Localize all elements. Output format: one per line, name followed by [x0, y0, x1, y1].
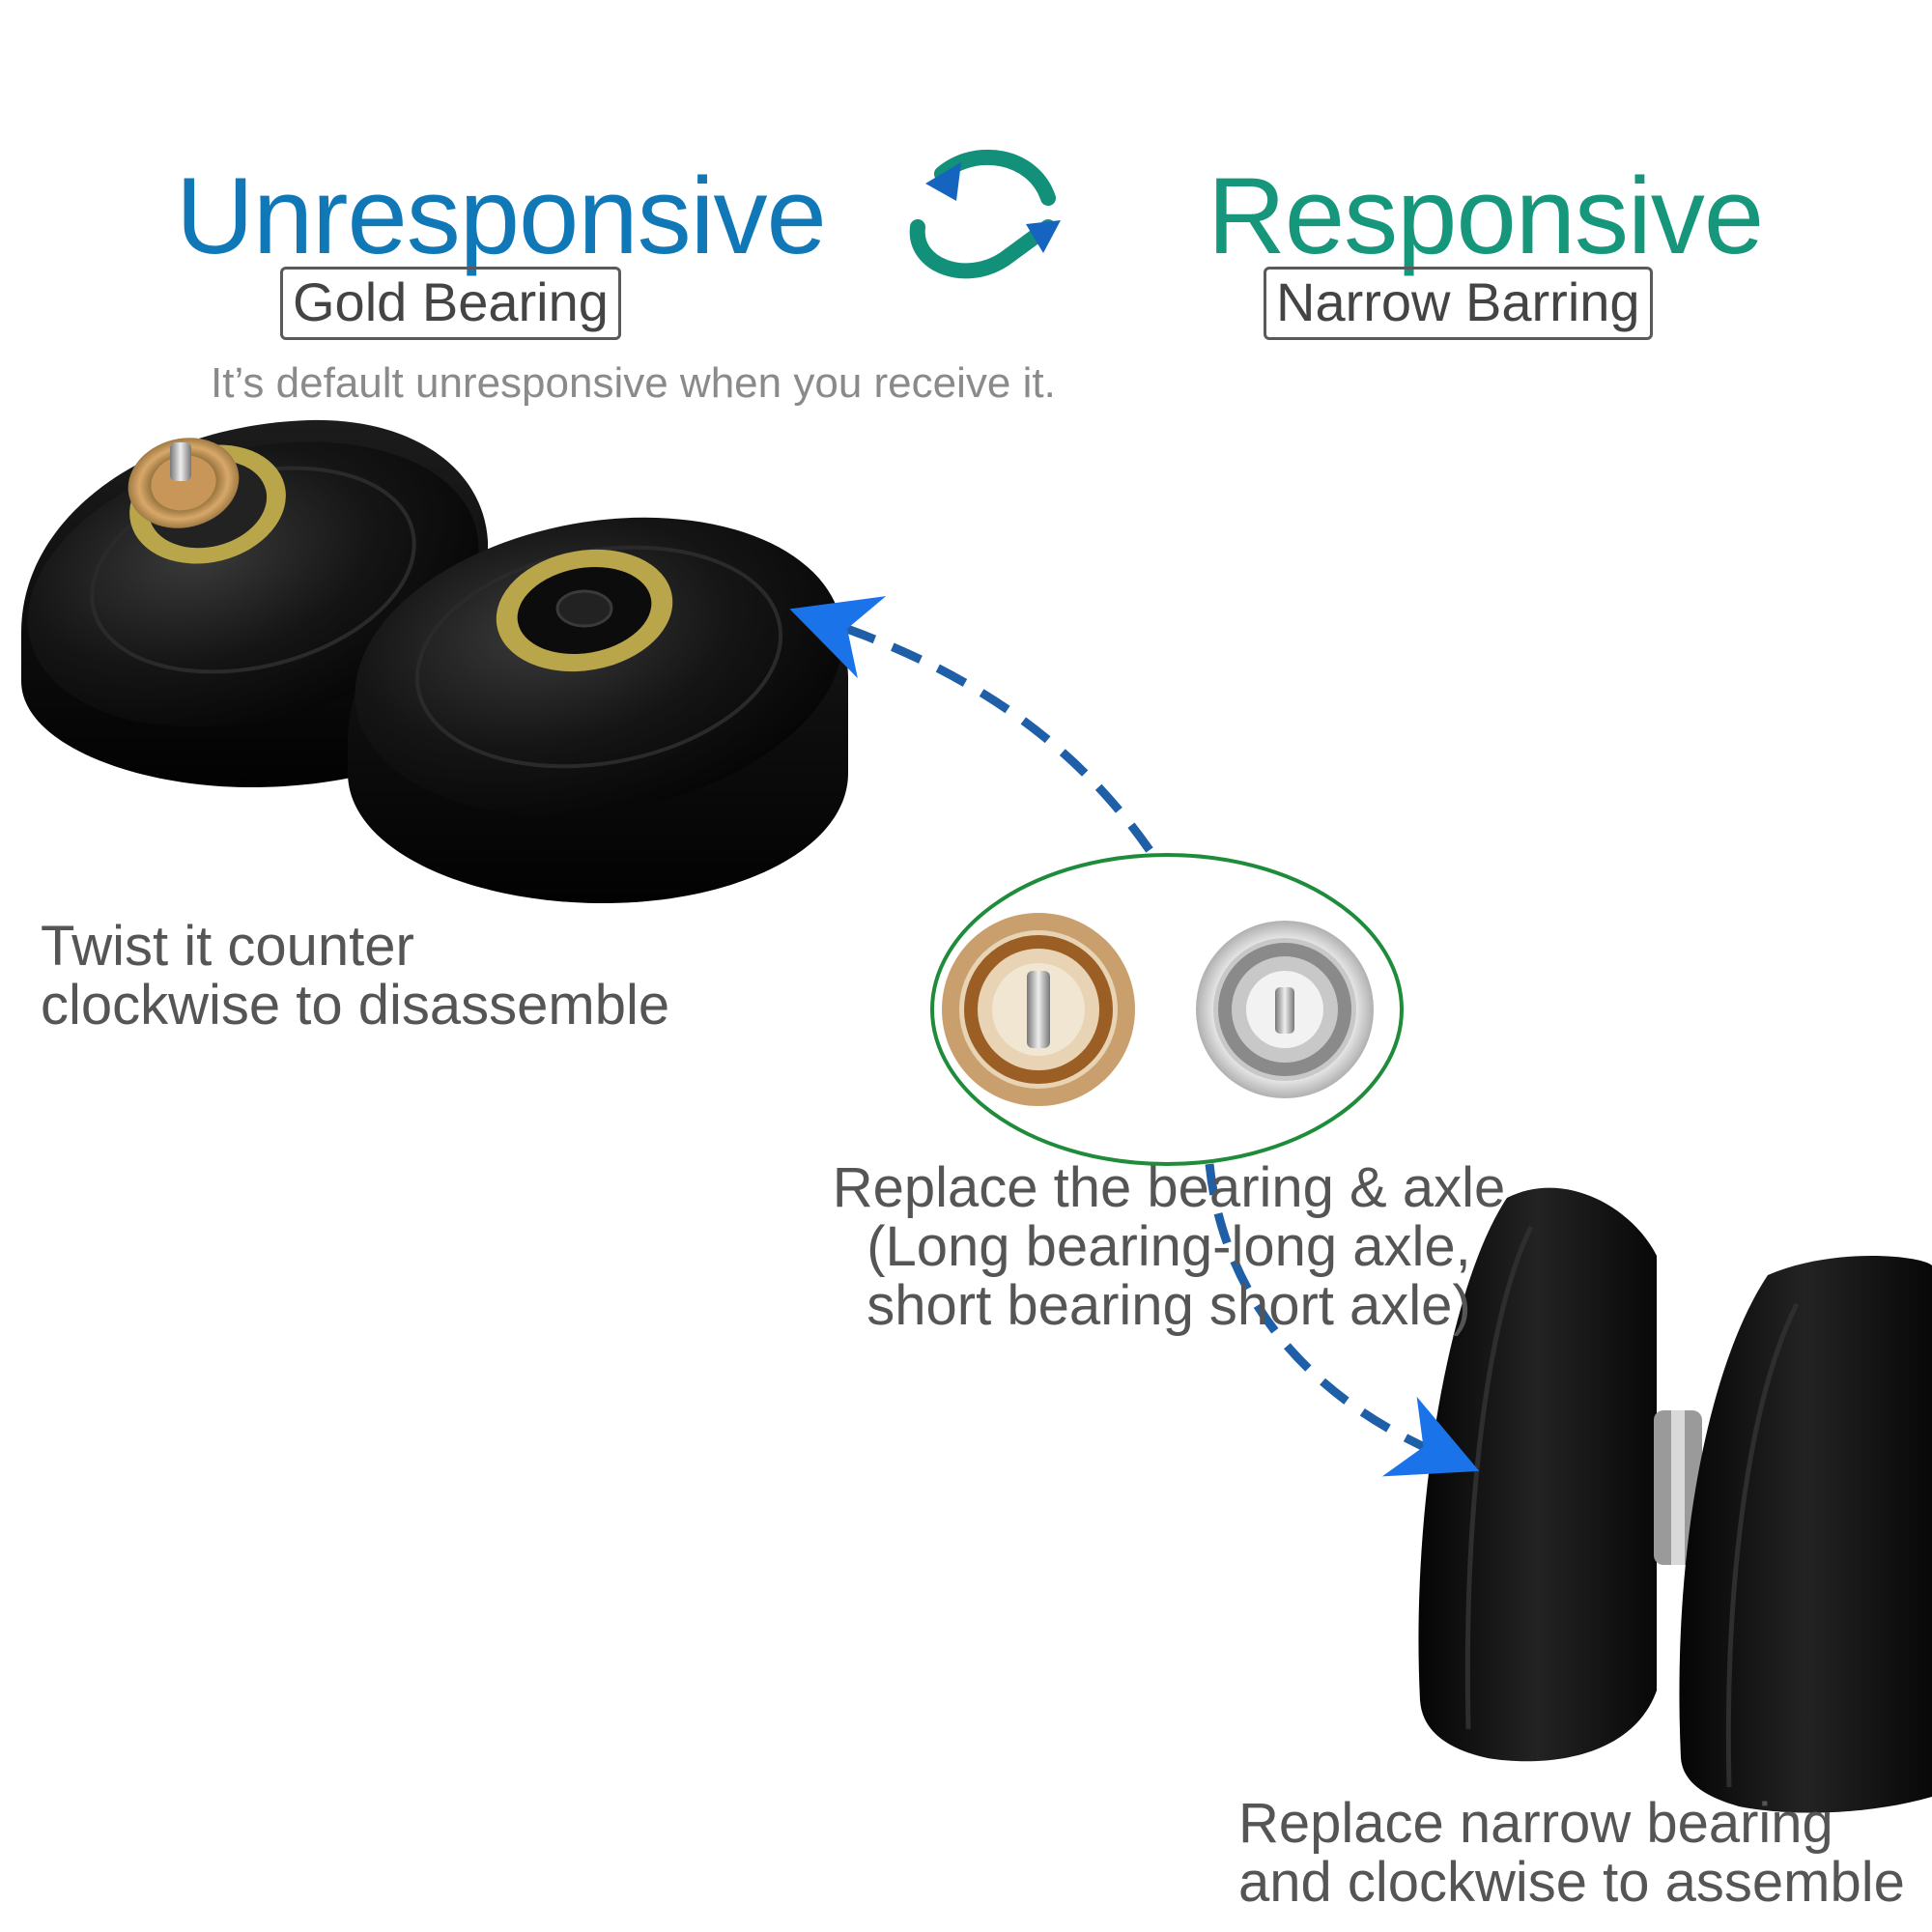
- bearing-comparison-highlight: [930, 853, 1404, 1166]
- silver-bearing-part: [1196, 921, 1374, 1098]
- disassemble-caption-line2: clockwise to disassemble: [41, 973, 670, 1037]
- narrow-bearing-label: Narrow Barring: [1264, 267, 1653, 340]
- dashed-arrow-up: [789, 596, 1153, 853]
- replace-caption-line1: Replace the bearing & axle: [832, 1156, 1506, 1219]
- disassemble-caption: Twist it counter clockwise to disassembl…: [41, 915, 670, 1037]
- replace-caption-line2: (Long bearing-long axle,: [867, 1214, 1471, 1278]
- gold-bearing-part: [942, 913, 1135, 1106]
- assembled-yoyo: [1418, 1187, 1932, 1813]
- unresponsive-title: Unresponsive: [176, 156, 827, 276]
- assemble-caption-line2: and clockwise to assemble: [1238, 1850, 1905, 1914]
- yoyo-half-plain: [348, 517, 848, 903]
- responsive-title: Responsive: [1208, 156, 1764, 276]
- disassemble-caption-line1: Twist it counter: [41, 915, 414, 978]
- dashed-arrow-down: [1205, 1163, 1480, 1477]
- gold-bearing-label: Gold Bearing: [280, 267, 621, 340]
- assemble-caption: Replace narrow bearing and clockwise to …: [1238, 1792, 1905, 1914]
- swap-arrows-icon: [909, 149, 1061, 279]
- default-mode-note: It’s default unresponsive when you recei…: [211, 359, 1056, 407]
- assemble-caption-line1: Replace narrow bearing: [1238, 1792, 1833, 1855]
- replace-caption: Replace the bearing & axle (Long bearing…: [811, 1156, 1526, 1337]
- replace-caption-line3: short bearing short axle): [867, 1273, 1471, 1337]
